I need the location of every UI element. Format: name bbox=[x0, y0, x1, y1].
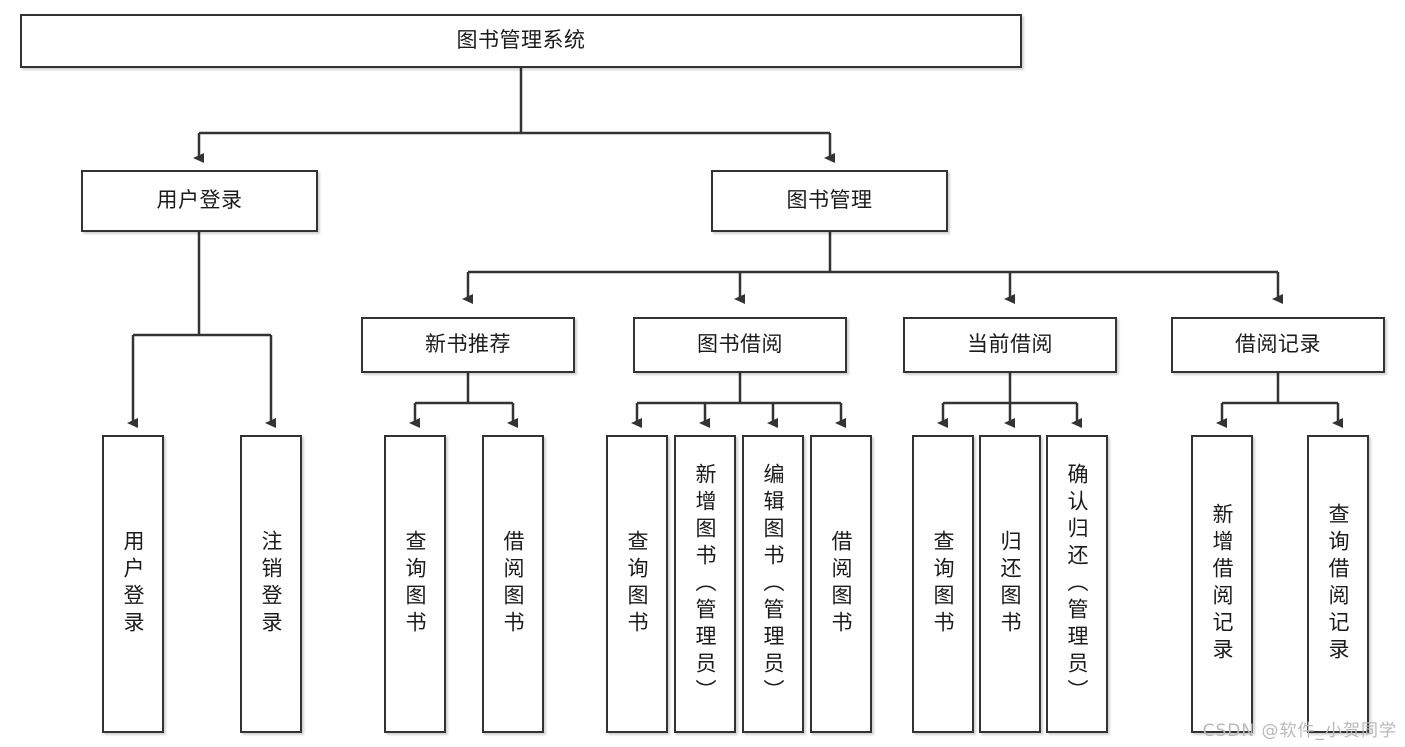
node-label: 图书借阅 bbox=[697, 332, 783, 357]
node-label: 查询图书 bbox=[403, 530, 427, 638]
node-label: 图书管理系统 bbox=[456, 28, 586, 53]
node-label: 借阅记录 bbox=[1235, 332, 1321, 357]
node-book-borrow[interactable]: 图书借阅 bbox=[633, 317, 847, 373]
node-label: 借阅图书 bbox=[501, 530, 525, 638]
leaf-new-book-query-book[interactable]: 查询图书 bbox=[384, 435, 446, 733]
node-label: 新书推荐 bbox=[425, 332, 511, 357]
leaf-book-borrow-borrow-book[interactable]: 借阅图书 bbox=[810, 435, 872, 733]
leaf-user-login-logout[interactable]: 注销登录 bbox=[240, 435, 302, 733]
node-label: 用户登录 bbox=[121, 530, 145, 638]
node-new-book-recommend[interactable]: 新书推荐 bbox=[361, 317, 575, 373]
node-label: 归还图书 bbox=[998, 530, 1022, 638]
node-label: 确认归还（管理员） bbox=[1065, 462, 1089, 706]
node-label: 当前借阅 bbox=[967, 332, 1053, 357]
leaf-borrow-record-add-record[interactable]: 新增借阅记录 bbox=[1191, 435, 1253, 733]
node-label: 图书管理 bbox=[786, 188, 873, 213]
leaf-book-borrow-query-book[interactable]: 查询图书 bbox=[606, 435, 668, 733]
node-label: 新增图书（管理员） bbox=[693, 462, 717, 706]
node-user-login[interactable]: 用户登录 bbox=[81, 170, 318, 232]
leaf-user-login-login[interactable]: 用户登录 bbox=[102, 435, 164, 733]
node-label: 注销登录 bbox=[259, 530, 283, 638]
node-label: 编辑图书（管理员） bbox=[761, 462, 785, 706]
node-label: 查询借阅记录 bbox=[1326, 503, 1350, 665]
csdn-watermark: CSDN @软件_小贺同学 bbox=[1202, 721, 1397, 741]
node-label: 查询图书 bbox=[931, 530, 955, 638]
node-label: 查询图书 bbox=[625, 530, 649, 638]
leaf-current-borrow-query-book[interactable]: 查询图书 bbox=[912, 435, 974, 733]
node-root-book-management-system[interactable]: 图书管理系统 bbox=[20, 14, 1022, 68]
node-label: 用户登录 bbox=[156, 188, 243, 213]
node-book-management[interactable]: 图书管理 bbox=[711, 170, 948, 232]
node-label: 新增借阅记录 bbox=[1210, 503, 1234, 665]
leaf-new-book-borrow-book[interactable]: 借阅图书 bbox=[482, 435, 544, 733]
leaf-current-borrow-confirm-return-admin[interactable]: 确认归还（管理员） bbox=[1046, 435, 1108, 733]
leaf-current-borrow-return-book[interactable]: 归还图书 bbox=[979, 435, 1041, 733]
leaf-book-borrow-edit-book-admin[interactable]: 编辑图书（管理员） bbox=[742, 435, 804, 733]
leaf-book-borrow-add-book-admin[interactable]: 新增图书（管理员） bbox=[674, 435, 736, 733]
node-current-borrow[interactable]: 当前借阅 bbox=[903, 317, 1117, 373]
node-label: 借阅图书 bbox=[829, 530, 853, 638]
leaf-borrow-record-query-record[interactable]: 查询借阅记录 bbox=[1307, 435, 1369, 733]
node-borrow-record[interactable]: 借阅记录 bbox=[1171, 317, 1385, 373]
